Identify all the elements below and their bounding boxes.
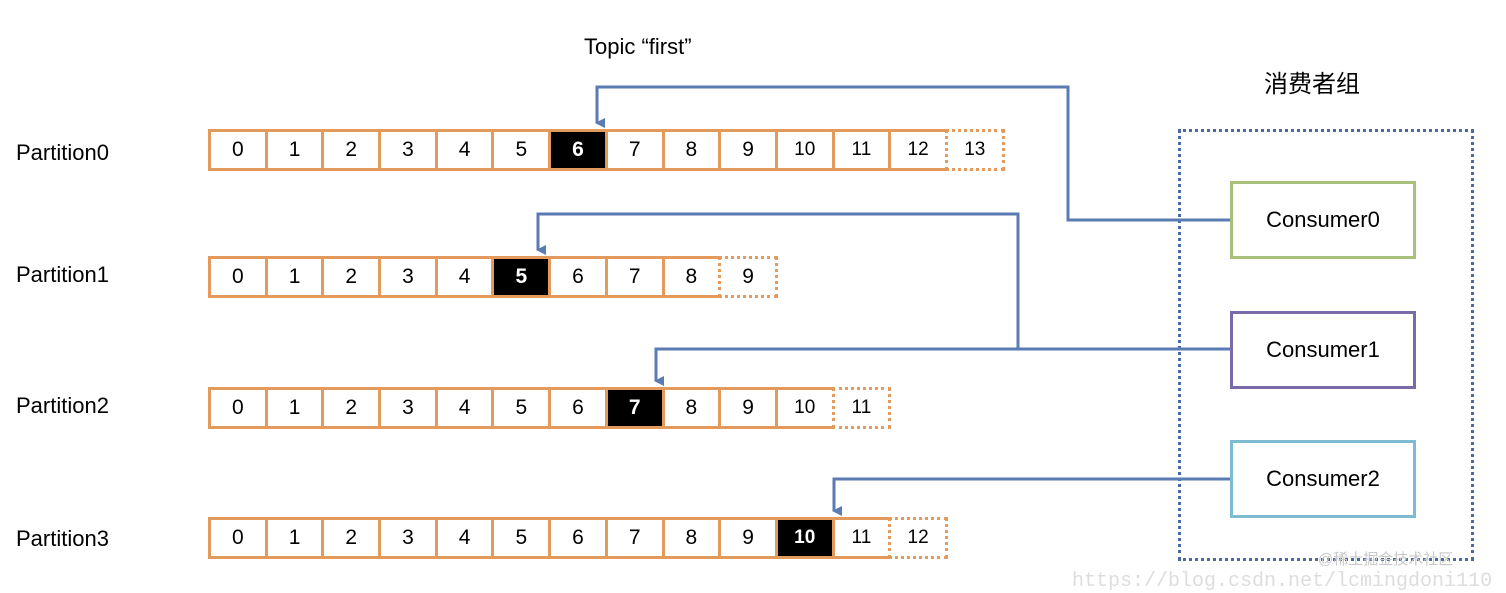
consumer-group-box [1178,129,1474,561]
offset-cell: 4 [434,129,495,171]
consumer-2: Consumer2 [1230,440,1416,518]
offset-cell: 7 [604,517,665,559]
arrow-consumer1-partition1 [536,212,1020,349]
partition-label: Partition0 [16,140,109,165]
offset-cell: 11 [831,517,892,559]
offset-cell: 8 [661,129,722,171]
offset-cell: 8 [661,517,722,559]
arrow-consumer2-partition3 [832,477,1230,516]
current-offset-cell: 5 [491,256,552,298]
url-watermark: https://blog.csdn.net/lcmingdoni110 [1072,570,1493,593]
offset-cell: 3 [378,387,438,429]
offset-cell: 6 [548,256,608,298]
arrow-consumer0-partition0 [595,85,1230,222]
offset-cell: 1 [264,256,325,298]
current-offset-cell: 10 [774,517,835,559]
offset-cell: 6 [548,387,608,429]
topic-title: Topic “first” [584,34,692,59]
offset-cell: 9 [718,517,778,559]
offset-cell: 2 [321,387,382,429]
current-offset-cell: 7 [604,387,665,429]
offset-cell: 9 [718,387,778,429]
offset-cell: 4 [434,517,495,559]
consumer-0: Consumer0 [1230,181,1416,259]
offset-cell: 9 [718,129,778,171]
next-offset-cell: 9 [718,256,778,298]
partition-label: Partition3 [16,526,109,551]
offset-cell: 2 [321,517,382,559]
offset-cell: 11 [831,129,892,171]
partition-label: Partition2 [16,393,109,418]
consumer-1: Consumer1 [1230,311,1416,389]
partition-label: Partition1 [16,262,109,287]
next-offset-cell: 13 [944,129,1005,171]
next-offset-cell: 12 [888,517,948,559]
arrow-consumer1-partition2 [654,347,1230,386]
offset-cell: 6 [548,517,608,559]
offset-cell: 2 [321,129,382,171]
offset-cell: 3 [378,129,438,171]
offset-cell: 3 [378,517,438,559]
next-offset-cell: 11 [831,387,892,429]
watermark: @稀土掘金技术社区 [1318,551,1454,568]
offset-cell: 7 [604,129,665,171]
offset-cell: 7 [604,256,665,298]
consumer-group-label: 消费者组 [1264,70,1360,98]
offset-cell: 0 [208,387,268,429]
offset-cell: 12 [888,129,948,171]
